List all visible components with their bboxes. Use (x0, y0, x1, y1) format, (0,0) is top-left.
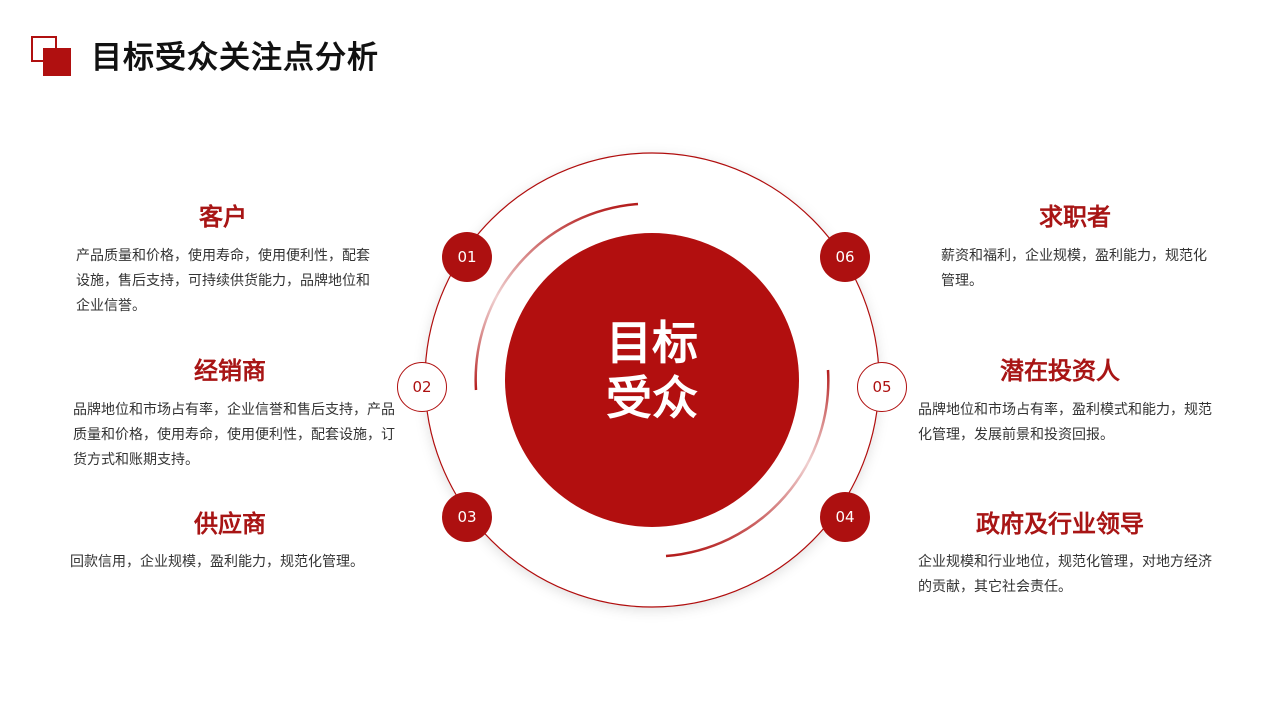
badge-02: 02 (397, 362, 447, 412)
badge-06: 06 (820, 232, 870, 282)
group-03-description: 回款信用，企业规模，盈利能力，规范化管理。 (70, 554, 364, 570)
group-05-description: 品牌地位和市场占有率，盈利模式和能力，规范化管理，发展前景和投资回报。 (918, 402, 1212, 443)
group-06-description: 薪资和福利，企业规模，盈利能力，规范化管理。 (941, 248, 1207, 289)
group-06-title: 求职者 (1039, 203, 1111, 231)
bottom-arc (665, 369, 830, 558)
group-01-title: 客户 (199, 203, 247, 231)
page-title: 目标受众关注点分析 (91, 40, 379, 76)
group-05-title: 潜在投资人 (1000, 357, 1120, 385)
group-04-title: 政府及行业领导 (976, 510, 1144, 538)
badge-05: 05 (857, 362, 907, 412)
group-01-description: 产品质量和价格，使用寿命，使用便利性，配套设施，售后支持，可持续供货能力，品牌地… (76, 248, 370, 314)
logo-icon (31, 36, 71, 76)
group-02-title: 经销商 (194, 357, 266, 385)
group-04-description: 企业规模和行业地位，规范化管理，对地方经济的贡献，其它社会责任。 (918, 554, 1212, 595)
top-arc (474, 202, 639, 391)
center-label: 目标 受众 (552, 316, 752, 426)
group-03-title: 供应商 (194, 510, 266, 538)
group-02-description: 品牌地位和市场占有率，企业信誉和售后支持，产品质量和价格，使用寿命，使用便利性，… (73, 402, 395, 468)
center-label-line1: 目标 (606, 316, 698, 370)
inner-circle (505, 233, 799, 527)
logo-filled-square (43, 48, 71, 76)
badge-01: 01 (442, 232, 492, 282)
badge-04: 04 (820, 492, 870, 542)
center-label-line2: 受众 (606, 371, 698, 425)
badge-03: 03 (442, 492, 492, 542)
